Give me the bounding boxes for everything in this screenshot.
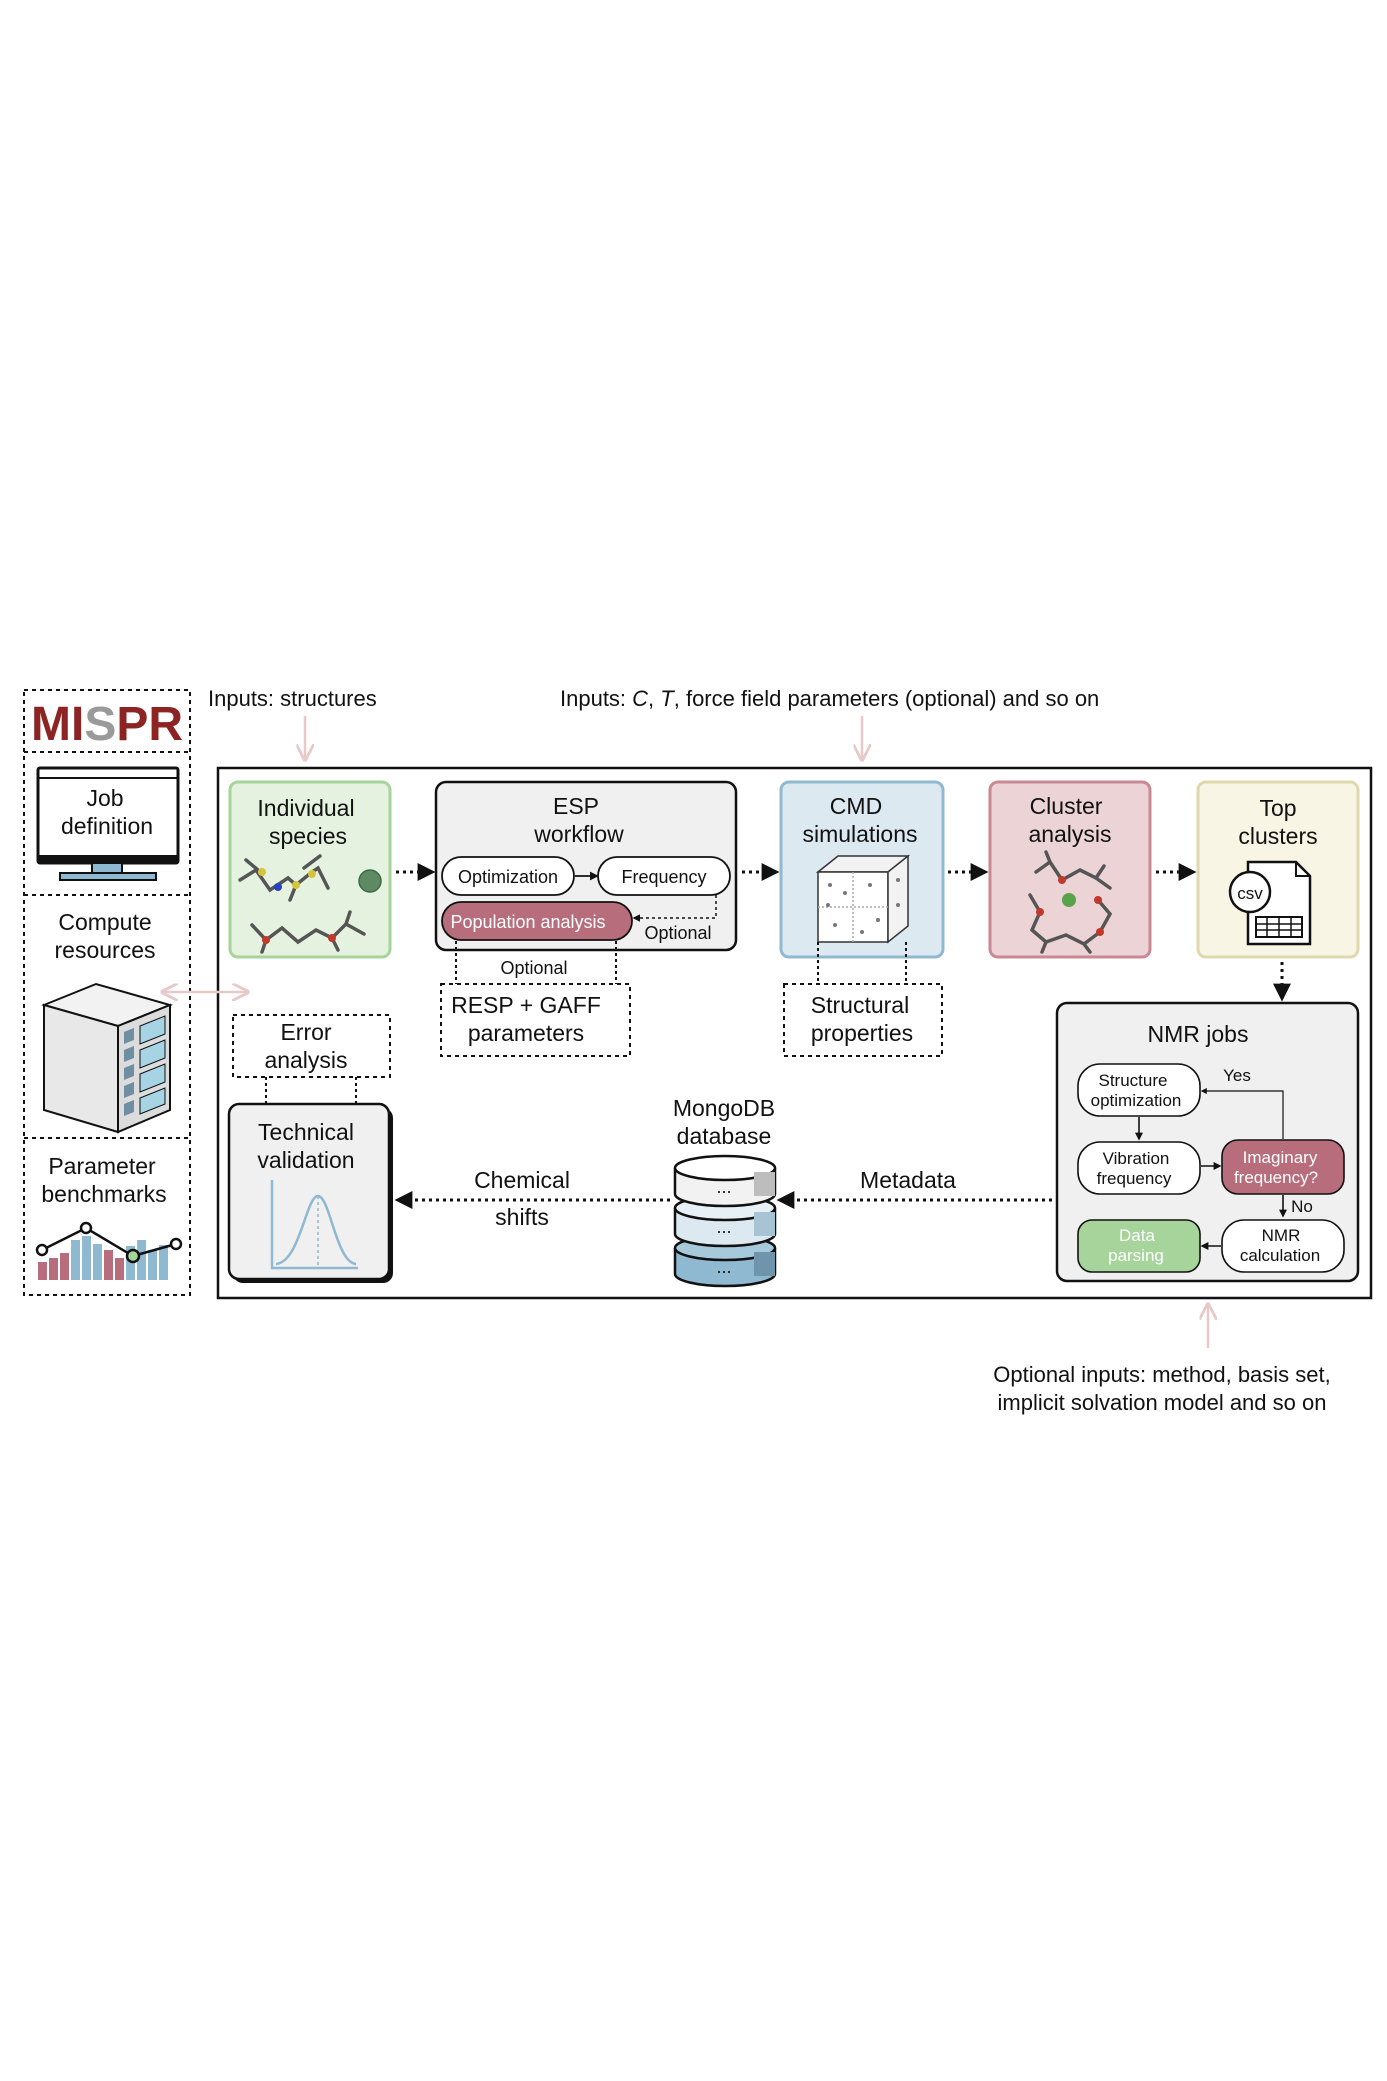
top-clusters-title-2: clusters [1238, 823, 1317, 849]
cluster-analysis-box: Cluster analysis [988, 780, 1152, 959]
db-dots-top: ... [716, 1177, 731, 1197]
cmd-simulations-box: CMD simulations [779, 780, 945, 959]
individual-species-box: Individual species [228, 780, 392, 959]
metadata-label: Metadata [860, 1167, 956, 1193]
cluster-ion-icon [1062, 893, 1076, 907]
workflow-frame [216, 766, 1373, 1300]
nmr-jobs-box: NMR jobs Structure optimization Vibratio… [1055, 1001, 1360, 1283]
optimization-label: Optimization [458, 867, 558, 887]
inputs-cmd-suffix: , force field parameters (optional) and … [674, 686, 1100, 711]
esp-title-2: workflow [533, 821, 624, 847]
data-parsing-label-2: parsing [1108, 1246, 1164, 1265]
structural-properties-label-2: properties [811, 1020, 913, 1046]
vibration-frequency-label: Vibration [1103, 1149, 1170, 1168]
job-definition-label-2: definition [61, 813, 153, 839]
inputs-cmd-c: C [632, 686, 648, 711]
cmd-title: CMD [830, 793, 882, 819]
cluster-title-2: analysis [1028, 821, 1111, 847]
parameter-benchmarks-label: Parameter [48, 1153, 156, 1179]
frequency-pill [597, 856, 731, 896]
job-definition-label: Job [86, 785, 123, 811]
population-analysis-label: Population analysis [450, 912, 605, 932]
data-parsing-label: Data [1119, 1226, 1155, 1245]
data-parsing-node [1077, 1219, 1201, 1273]
inputs-cmd-label: Inputs: C, T, force field parameters (op… [560, 686, 1099, 711]
technical-validation-label: Technical [258, 1119, 354, 1145]
technical-validation-label-2: validation [257, 1147, 354, 1173]
inputs-cmd-prefix: Inputs: [560, 686, 632, 711]
error-analysis-label-2: analysis [264, 1047, 347, 1073]
optional-loop-arrow [632, 895, 717, 922]
db-dots-bottom: ... [716, 1257, 731, 1277]
individual-species-title-2: species [269, 823, 347, 849]
error-analysis-box [232, 1014, 391, 1078]
structure-optimization-label: Structure [1099, 1071, 1168, 1090]
resp-gaff-label-2: parameters [468, 1020, 584, 1046]
db-dots-middle: ... [716, 1217, 731, 1237]
imaginary-frequency-label-2: frequency? [1234, 1168, 1318, 1187]
resp-gaff-box [440, 983, 631, 1057]
monitor-icon [36, 766, 180, 881]
yes-loop-arrow [1200, 1088, 1284, 1139]
csv-file-icon: csv [1228, 860, 1312, 946]
database-icon [673, 1154, 777, 1288]
ion-icon [358, 869, 382, 893]
compute-resources-label: Compute [58, 909, 151, 935]
distribution-curve-icon [270, 1180, 358, 1270]
mongodb-label: MongoDB [673, 1095, 775, 1121]
vibration-frequency-label-2: frequency [1097, 1169, 1172, 1188]
individual-species-title: Individual [257, 795, 354, 821]
error-analysis-label: Error [280, 1019, 331, 1045]
logo-part3: PR [116, 698, 183, 751]
chemical-shifts-label-2: shifts [495, 1204, 549, 1230]
compute-resources-label-2: resources [55, 937, 156, 963]
simulation-box-icon [815, 854, 911, 944]
inputs-cmd-t: T [660, 686, 675, 711]
esp-optional-label: Optional [500, 958, 567, 978]
esp-workflow-box: ESP workflow Optimization Frequency Popu… [434, 780, 738, 952]
nmr-calculation-node [1221, 1219, 1345, 1273]
cmd-title-2: simulations [802, 821, 917, 847]
inputs-structures-label: Inputs: structures [208, 686, 377, 711]
nmr-calculation-label-2: calculation [1240, 1246, 1320, 1265]
nmr-calculation-label: NMR [1262, 1226, 1301, 1245]
server-icon [40, 982, 174, 1134]
yes-label: Yes [1223, 1066, 1251, 1085]
optional-inner-label: Optional [644, 923, 711, 943]
logo-part2: S [84, 698, 116, 751]
logo-part1: MI [31, 698, 84, 751]
structural-properties-box [783, 983, 943, 1057]
vibration-frequency-node [1077, 1141, 1201, 1195]
structural-properties-label: Structural [811, 992, 909, 1018]
chemical-shifts-label: Chemical [474, 1167, 570, 1193]
frequency-label: Frequency [621, 867, 706, 887]
benchmark-chart-icon [35, 1221, 183, 1280]
optimization-pill [441, 856, 575, 896]
logo: MISPR [31, 698, 183, 751]
structure-optimization-label-2: optimization [1091, 1091, 1182, 1110]
mongodb-label-2: database [677, 1123, 772, 1149]
top-clusters-title: Top [1259, 795, 1296, 821]
technical-validation-box: Technical validation [227, 1102, 393, 1283]
cluster-title: Cluster [1030, 793, 1103, 819]
nmr-title: NMR jobs [1148, 1021, 1249, 1047]
imaginary-frequency-node [1221, 1139, 1345, 1195]
cluster-molecule-icon [1028, 850, 1113, 954]
imaginary-frequency-label: Imaginary [1243, 1148, 1318, 1167]
esp-title: ESP [553, 793, 599, 819]
inputs-cmd-sep: , [648, 686, 660, 711]
population-analysis-pill [441, 901, 633, 941]
optional-inputs-label: Optional inputs: method, basis set, [993, 1362, 1331, 1387]
csv-label: csv [1237, 884, 1263, 903]
sidebar: MISPR Job definition Compute resources [23, 689, 191, 1296]
structure-optimization-node [1077, 1063, 1201, 1117]
resp-gaff-label: RESP + GAFF [451, 992, 601, 1018]
parameter-benchmarks-label-2: benchmarks [41, 1181, 166, 1207]
top-clusters-box: Top clusters csv [1196, 780, 1360, 959]
no-label: No [1291, 1197, 1313, 1216]
optional-inputs-label-2: implicit solvation model and so on [998, 1390, 1327, 1415]
